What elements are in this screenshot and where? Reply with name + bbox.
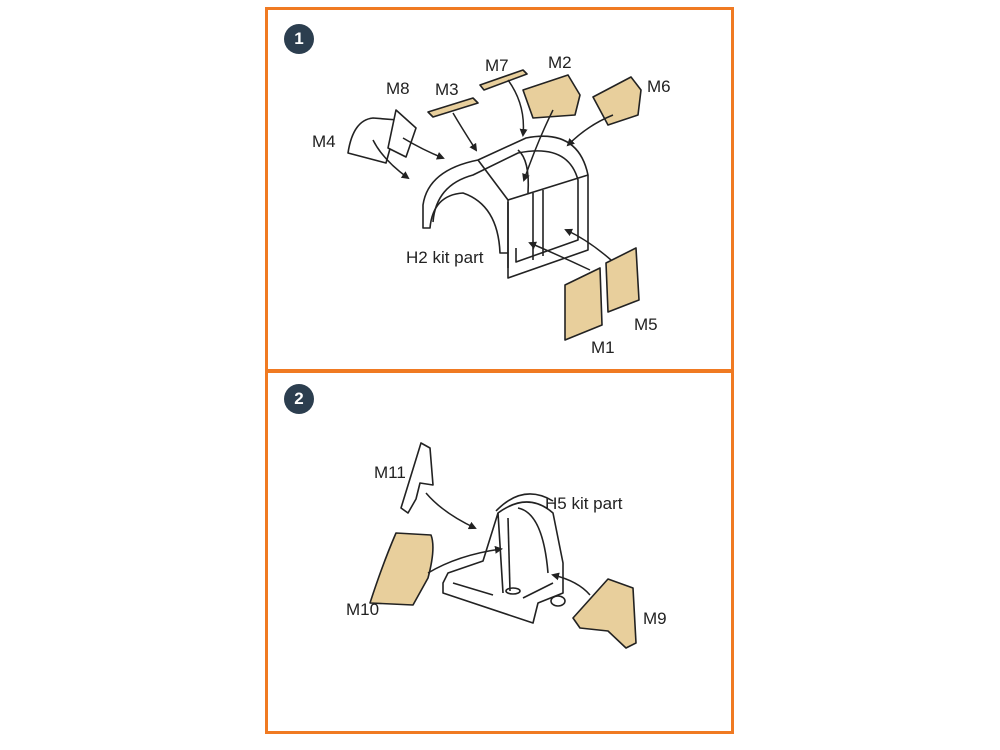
step-2-arrows [425, 492, 591, 596]
h5-canopy-part [442, 493, 566, 624]
step-1-arrows [372, 79, 614, 271]
m2-mask [522, 74, 581, 119]
m10-mask [369, 532, 434, 606]
label-m1: M1 [591, 338, 615, 357]
m11-mask [400, 442, 434, 514]
label-m5: M5 [634, 315, 658, 334]
label-m2: M2 [548, 53, 572, 72]
m6-mask [592, 76, 642, 126]
label-m6: M6 [647, 77, 671, 96]
label-m11: M11 [374, 463, 406, 482]
step-2-badge: 2 [284, 384, 314, 414]
m9-mask [572, 578, 637, 649]
step-1-badge: 1 [284, 24, 314, 54]
label-m7: M7 [485, 56, 509, 75]
step-2-panel: 2 [265, 370, 734, 734]
m7-mask [479, 69, 528, 91]
m8-mask [387, 109, 417, 158]
label-h2-kit-part: H2 kit part [406, 248, 484, 267]
label-m8: M8 [386, 79, 410, 98]
h2-canopy-part [422, 135, 589, 279]
m1-mask [564, 267, 603, 341]
m5-mask [605, 247, 640, 313]
step-2-diagram: M11 H5 kit part M10 M9 [346, 442, 667, 649]
step-1-panel: 1 [265, 7, 734, 372]
label-m9: M9 [643, 609, 667, 628]
label-h5-kit-part: H5 kit part [545, 494, 623, 513]
step-1-diagram: M4 M8 M3 M7 M2 M6 H2 kit part M1 M5 [312, 53, 671, 357]
label-m4: M4 [312, 132, 336, 151]
label-m3: M3 [435, 80, 459, 99]
label-m10: M10 [346, 600, 379, 619]
m3-mask [427, 97, 479, 118]
